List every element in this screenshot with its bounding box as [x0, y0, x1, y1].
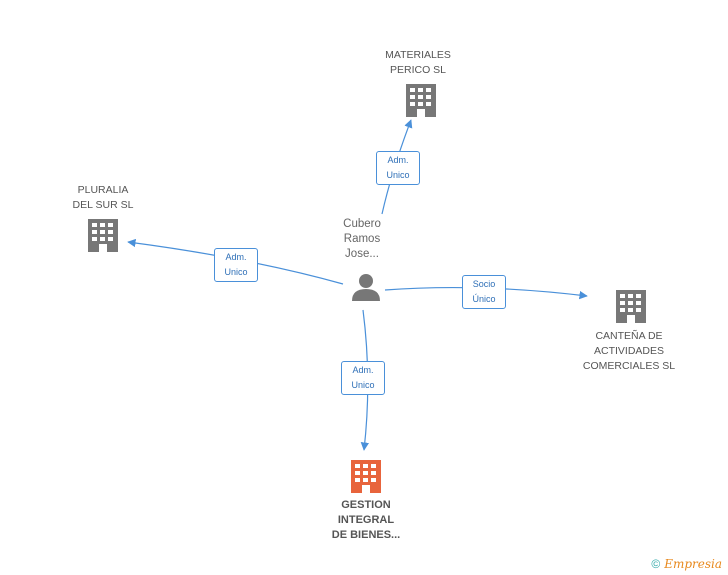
- empresia-watermark: ©Empresia: [651, 557, 722, 571]
- node-label-person[interactable]: Cubero Ramos Jose...: [343, 218, 381, 260]
- node-label-gestion[interactable]: GESTION INTEGRAL DE BIENES...: [331, 499, 401, 541]
- brand-logo: Empresia: [664, 557, 722, 571]
- copyright-icon: ©: [651, 557, 661, 571]
- node-label-materiales[interactable]: MATERIALES PERICO SL: [385, 49, 451, 76]
- building-icon-main[interactable]: [351, 460, 381, 493]
- node-label-cantena[interactable]: CANTEÑA DE ACTIVIDADES COMERCIALES SL: [582, 330, 676, 372]
- building-icon[interactable]: [616, 290, 646, 323]
- edge-label-gestion: Adm. Unico: [341, 361, 385, 395]
- building-icon[interactable]: [406, 84, 436, 117]
- building-icon[interactable]: [88, 219, 118, 252]
- edge-label-materiales: Adm. Unico: [376, 151, 420, 185]
- edge-label-pluralia: Adm. Unico: [214, 248, 258, 282]
- person-icon[interactable]: [352, 274, 380, 301]
- node-label-pluralia[interactable]: PLURALIA DEL SUR SL: [72, 184, 134, 211]
- edge-label-cantena: Socio Único: [462, 275, 506, 309]
